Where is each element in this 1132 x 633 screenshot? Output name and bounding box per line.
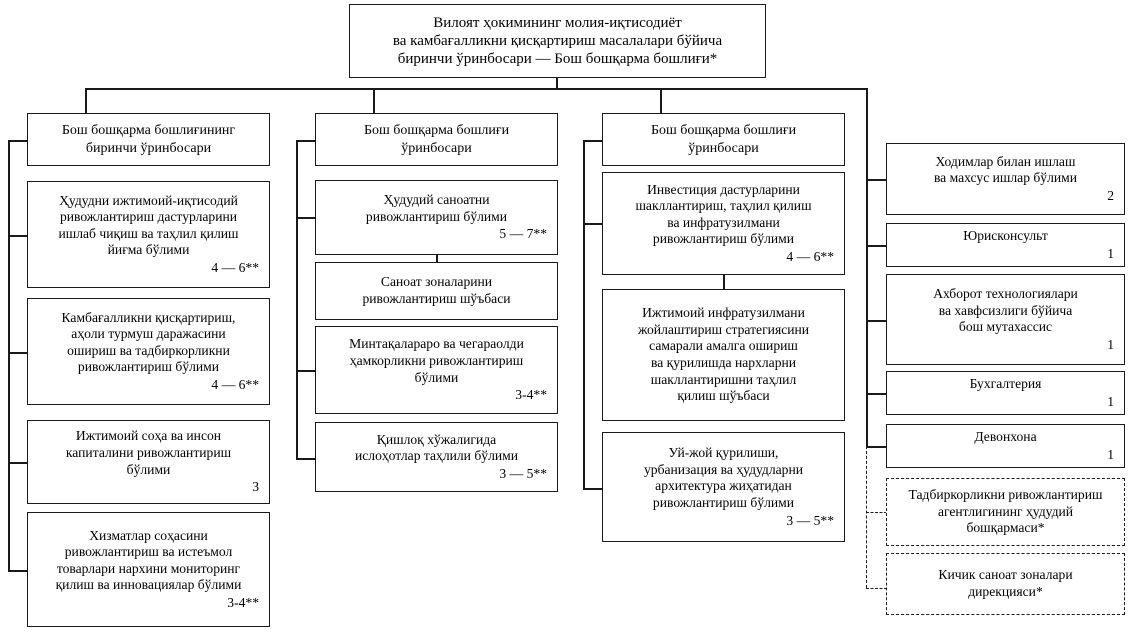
connector-column-2-stub-1 (296, 217, 316, 219)
column-4-item-2: Юрисконсульт 1 (886, 223, 1125, 267)
column-2-item-4-count: 3 — 5** (499, 465, 547, 481)
column-3-item-1-label: Инвестиция дастурларини шакллантириш, та… (635, 181, 812, 247)
column-4-item-5-label: Девонхона (974, 429, 1037, 445)
connector-column-4-stub-7 (866, 588, 887, 589)
column-3-item-3-count: 3 — 5** (786, 512, 834, 528)
column-4-item-7-label: Кичик саноат зоналари дирекцияси* (938, 567, 1073, 599)
column-4-item-3-label: Ахборот технологиялари ва хавфсизлиги бў… (933, 285, 1078, 335)
connector-column-4-stub-2 (866, 245, 887, 247)
connector-column-4-spine-dashed (866, 446, 867, 588)
connector-column-1-stub-4 (8, 570, 28, 572)
connector-column-1-spine (8, 140, 10, 570)
column-3-item-2: Ижтимоий инфратузилмани жойлаштириш стра… (602, 289, 845, 421)
column-4-item-4-count: 1 (1107, 393, 1114, 409)
connector-column-4-stub-6 (866, 512, 887, 513)
root-title-box: Вилоят ҳокимининг молия-иқтисодиёт ва ка… (349, 4, 766, 78)
connector-column-1-stub-3 (8, 462, 28, 464)
column-4-item-5-count: 1 (1107, 446, 1114, 462)
connector-column-4-stub-4 (866, 393, 887, 395)
column-1-item-2: Камбағалликни қисқартириш, аҳоли турмуш … (27, 298, 270, 405)
column-3-head-box: Бош бошқарма бошлиғи ўринбосари (602, 113, 845, 166)
column-1-item-1-label: Ҳудудни ижтимоий-иқтисодий ривожлантириш… (58, 192, 239, 258)
column-2-item-1: Ҳудудий саноатни ривожлантириш бўлими 5 … (315, 180, 558, 255)
column-1-head-box: Бош бошқарма бошлиғининг биринчи ўринбос… (27, 113, 270, 166)
connector-column-2-stub-4 (296, 458, 316, 460)
column-4-item-1-count: 2 (1107, 187, 1114, 203)
column-2-head-box: Бош бошқарма бошлиғи ўринбосари (315, 113, 558, 166)
column-1-item-3: Ижтимоий соҳа ва инсон капиталини ривожл… (27, 420, 270, 504)
column-1-item-2-count: 4 — 6** (211, 377, 259, 392)
column-1-item-4: Хизматлар соҳасини ривожлантириш ва исте… (27, 512, 270, 627)
column-2-item-3-count: 3-4** (515, 387, 547, 403)
column-1-item-3-label: Ижтимоий соҳа ва инсон капиталини ривожл… (65, 428, 232, 477)
column-2-item-4: Қишлоқ хўжалигида ислоҳотлар таҳлили бўл… (315, 422, 558, 492)
column-1-item-4-count: 3-4** (227, 595, 259, 610)
column-2-head-label: Бош бошқарма бошлиғи ўринбосари (363, 123, 510, 156)
column-4-item-3: Ахборот технологиялари ва хавфсизлиги бў… (886, 274, 1125, 365)
column-3-head-label: Бош бошқарма бошлиғи ўринбосари (650, 123, 797, 156)
column-3-item-3: Уй-жой қурилиши, урбанизация ва ҳудудлар… (602, 432, 845, 542)
column-4-item-2-count: 1 (1107, 245, 1114, 261)
connector-column-1-stub-head (8, 140, 28, 142)
column-2-item-2-label: Саноат зоналарини ривожлантириш шўъбаси (362, 274, 511, 306)
connector-column-4-stub-3 (866, 320, 887, 322)
column-2-item-1-count: 5 — 7** (499, 226, 547, 242)
connector-drop-col3 (660, 88, 662, 113)
column-1-item-4-label: Хизматлар соҳасини ривожлантириш ва исте… (55, 527, 242, 593)
column-2-item-3-label: Минтақалараро ва чегараолди ҳамкорликни … (349, 336, 524, 385)
connector-column-3-spine (583, 140, 585, 488)
connector-column-3-item1-to-item2 (723, 275, 725, 289)
column-3-item-2-label: Ижтимоий инфратузилмани жойлаштириш стра… (637, 305, 810, 404)
column-4-item-2-label: Юрисконсульт (963, 228, 1048, 244)
connector-drop-col2 (373, 88, 375, 113)
connector-column-4-stub-1 (866, 179, 887, 181)
column-2-item-2: Саноат зоналарини ривожлантириш шўъбаси (315, 262, 558, 320)
column-1-head-label: Бош бошқарма бошлиғининг биринчи ўринбос… (61, 123, 236, 156)
column-1-item-3-count: 3 (252, 479, 259, 495)
connector-column-2-item1-to-item2 (436, 255, 438, 263)
column-3-item-3-label: Уй-жой қурилиши, урбанизация ва ҳудудлар… (643, 445, 804, 510)
column-4-item-4: Бухгалтерия 1 (886, 371, 1125, 415)
connector-column-1-stub-1 (8, 235, 28, 237)
column-4-item-6: Тадбиркорликни ривожлантириш агентлигини… (886, 478, 1125, 546)
column-2-item-1-label: Ҳудудий саноатни ривожлантириш бўлими (365, 192, 508, 224)
column-1-item-2-label: Камбағалликни қисқартириш, аҳоли турмуш … (61, 309, 236, 375)
column-2-item-4-label: Қишлоқ хўжалигида ислоҳотлар таҳлили бўл… (354, 431, 519, 464)
column-4-item-5: Девонхона 1 (886, 424, 1125, 468)
column-4-item-3-count: 1 (1107, 336, 1114, 352)
column-4-item-1: Ходимлар билан ишлаш ва махсус ишлар бўл… (886, 143, 1125, 215)
column-4-item-4-label: Бухгалтерия (969, 376, 1042, 392)
connector-column-3-stub-3 (583, 488, 603, 490)
connector-column-2-spine (296, 140, 298, 458)
column-2-item-3: Минтақалараро ва чегараолди ҳамкорликни … (315, 326, 558, 414)
connector-column-1-stub-2 (8, 352, 28, 354)
connector-column-4-spine (866, 88, 868, 446)
connector-column-2-stub-head (296, 140, 316, 142)
connector-column-2-stub-3 (296, 370, 316, 372)
connector-column-3-stub-1 (583, 223, 603, 225)
root-title-label: Вилоят ҳокимининг молия-иқтисодиёт ва ка… (392, 14, 723, 68)
connector-column-3-stub-head (583, 140, 603, 142)
column-3-item-1: Инвестиция дастурларини шакллантириш, та… (602, 172, 845, 275)
column-4-item-7: Кичик саноат зоналари дирекцияси* (886, 553, 1125, 615)
column-4-item-1-label: Ходимлар билан ишлаш ва махсус ишлар бўл… (933, 153, 1078, 186)
connector-column-4-stub-5 (866, 446, 887, 448)
column-4-item-6-label: Тадбиркорликни ривожлантириш агентлигини… (908, 487, 1103, 536)
column-1-item-1: Ҳудудни ижтимоий-иқтисодий ривожлантириш… (27, 181, 270, 288)
connector-root-stem (556, 78, 558, 89)
column-3-item-1-count: 4 — 6** (786, 249, 834, 264)
column-1-item-1-count: 4 — 6** (211, 260, 259, 275)
connector-main-bus (85, 88, 867, 90)
connector-drop-col1 (85, 88, 87, 113)
